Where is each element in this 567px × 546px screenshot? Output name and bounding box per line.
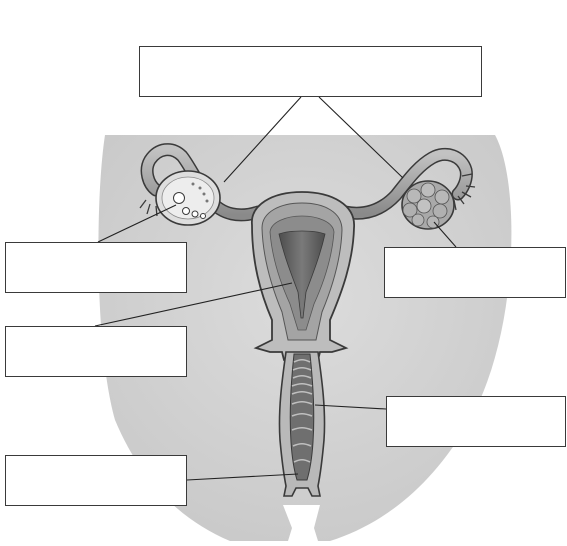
label-box-right-upper[interactable] (384, 247, 566, 298)
right-ovary (402, 181, 454, 229)
label-box-right-lower[interactable] (386, 396, 566, 447)
label-box-top[interactable] (139, 46, 482, 97)
label-box-left-lower[interactable] (5, 455, 187, 506)
vaginal-canal (290, 354, 314, 480)
label-box-left-middle[interactable] (5, 326, 187, 377)
label-box-left-upper[interactable] (5, 242, 187, 293)
